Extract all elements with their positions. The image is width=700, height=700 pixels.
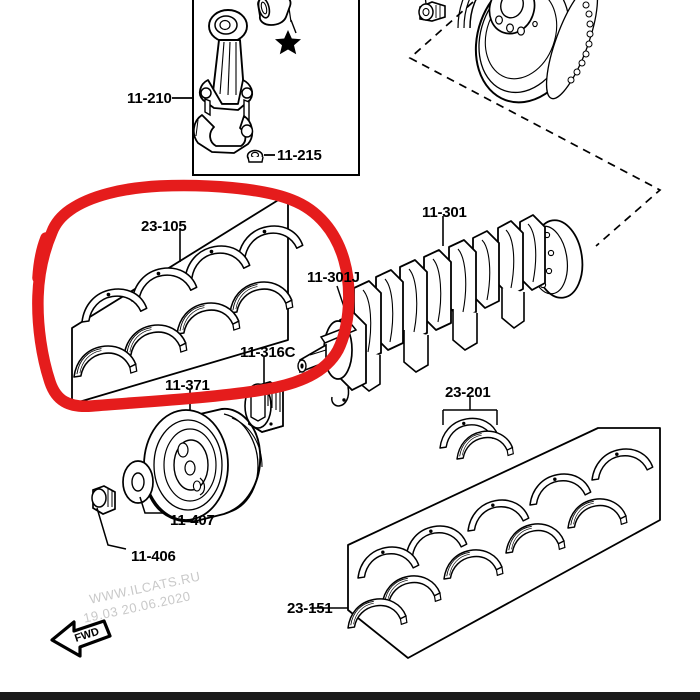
- main-bearing-box: [310, 427, 661, 659]
- connecting-rod: [198, 9, 254, 122]
- part-label-11-316C: 11-316C: [240, 344, 296, 361]
- part-label-23-105: 23-105: [141, 218, 187, 235]
- red-circle-annotation: [32, 179, 355, 413]
- connecting-rod-group: [172, 0, 360, 176]
- part-label-11-301: 11-301: [422, 204, 467, 221]
- piston-pin-bushing: [257, 0, 292, 26]
- bottom-bar: [0, 692, 700, 700]
- part-label-11-406: 11-406: [131, 548, 176, 565]
- part-label-11-301J: 11-301J: [307, 269, 360, 286]
- flywheel-assembly-dashed-leader: [408, 1, 662, 247]
- flywheel-bolt: [418, 0, 446, 22]
- part-label-23-151: 23-151: [287, 600, 333, 617]
- star-symbol: [275, 30, 301, 55]
- pulley-washer: [122, 460, 165, 514]
- part-label-11-210: 11-210: [127, 90, 172, 107]
- crankshaft: [297, 214, 584, 407]
- crankshaft-pulley: [143, 390, 263, 523]
- fwd-arrow: FWD: [50, 619, 112, 658]
- flywheel: [457, 0, 599, 104]
- pulley-bolt: [91, 485, 127, 550]
- part-label-11-215: 11-215: [277, 147, 322, 164]
- part-label-11-371: 11-371: [165, 377, 210, 394]
- part-label-11-407: 11-407: [170, 512, 215, 529]
- connecting-rod-nut: [246, 149, 275, 163]
- connecting-rod-cap: [192, 114, 254, 154]
- flywheel-group: [408, 0, 662, 247]
- part-label-23-201: 23-201: [445, 384, 491, 401]
- conrod-bearing-box: [71, 193, 304, 405]
- thrust-washer-set: [439, 396, 515, 460]
